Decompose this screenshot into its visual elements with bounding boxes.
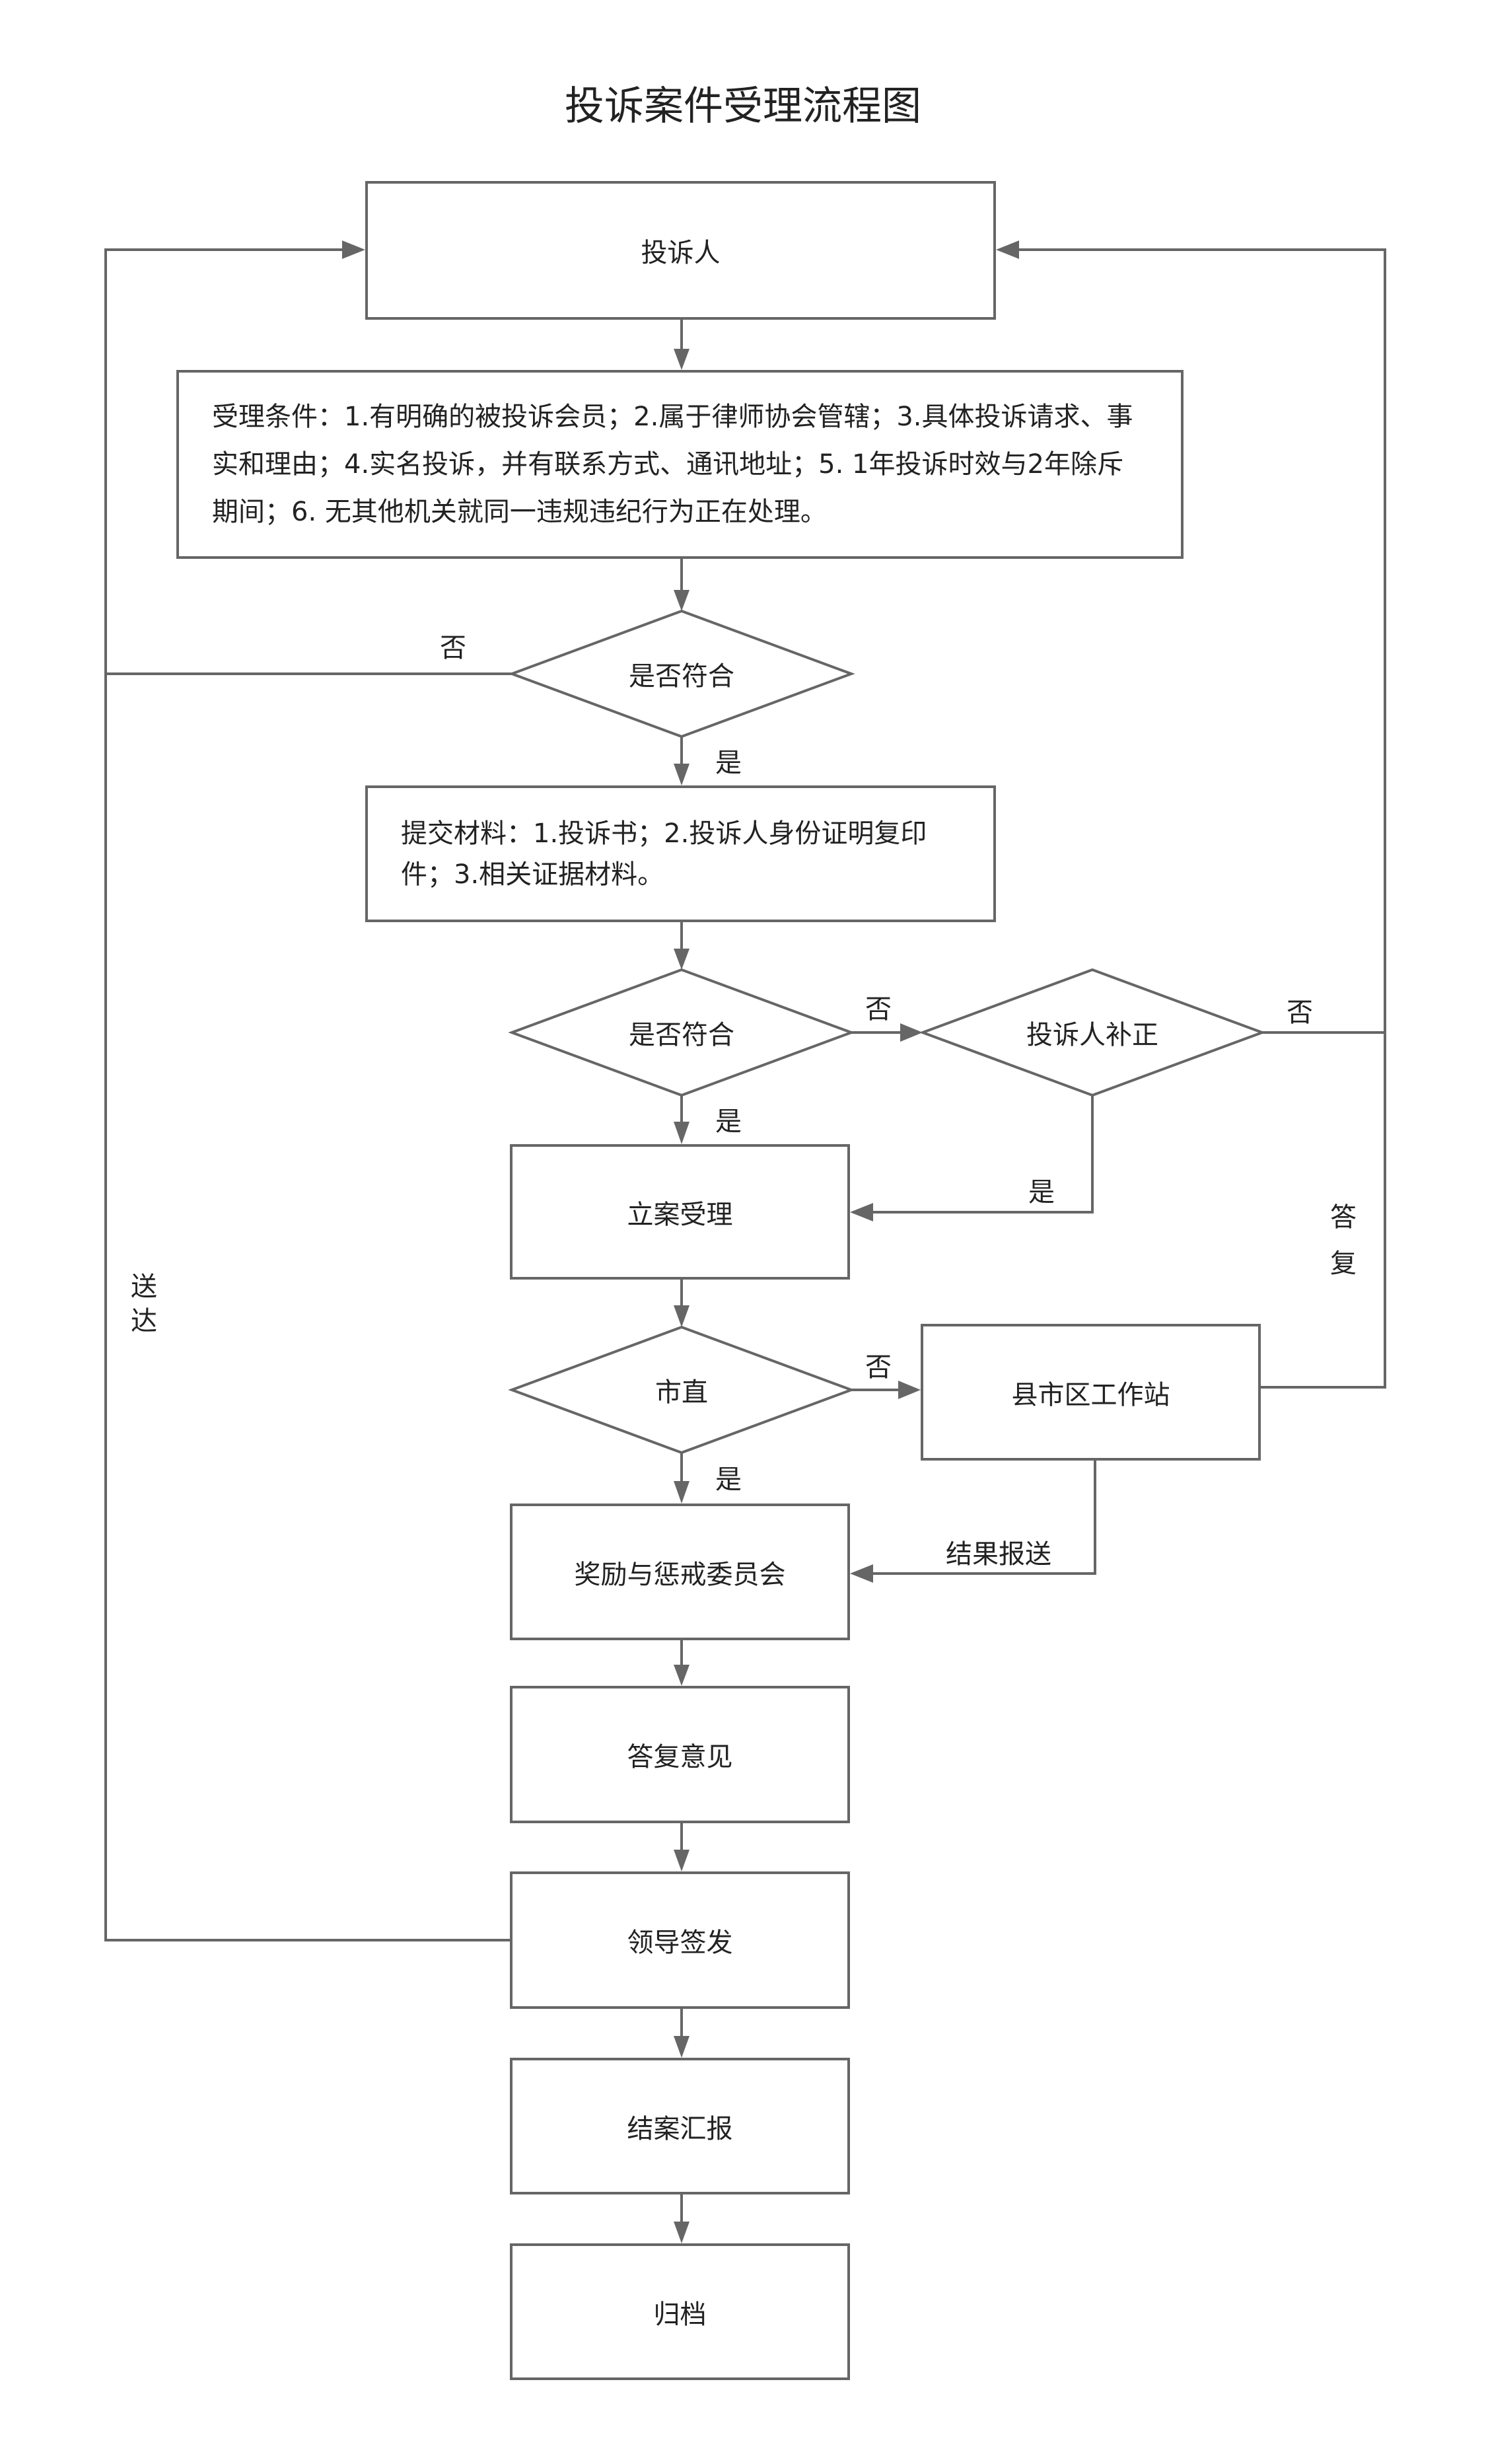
arrowhead xyxy=(674,764,690,785)
edge-label-d2-yes: 是 xyxy=(715,1106,742,1137)
edge-label-d1-no: 否 xyxy=(440,633,466,663)
node-committee-label: 奖励与惩戒委员会 xyxy=(574,1559,786,1590)
edge-label-d1-yes: 是 xyxy=(715,748,742,778)
arrowhead xyxy=(996,240,1019,259)
arrowhead xyxy=(900,1023,923,1042)
arrowhead xyxy=(674,949,690,970)
arrowhead xyxy=(674,1665,690,1686)
node-closing-report: 结案汇报 xyxy=(510,2058,850,2194)
node-reply-opinion-label: 答复意见 xyxy=(627,1742,733,1772)
edge-label-reply-char-1: 答 xyxy=(1330,1202,1357,1233)
node-archive-label: 归档 xyxy=(653,2299,707,2330)
arrowhead xyxy=(674,1850,690,1871)
supplement-label: 投诉人补正 xyxy=(1026,1020,1158,1050)
arrowhead xyxy=(850,1203,873,1221)
edge-label-reply: 答 复 xyxy=(1329,1194,1358,1287)
node-county-station-label: 县市区工作站 xyxy=(1011,1379,1170,1410)
node-archive: 归档 xyxy=(510,2243,850,2380)
decision-2-label: 是否符合 xyxy=(629,1020,734,1050)
edge-label-d2-no: 否 xyxy=(865,994,892,1025)
node-leader-sign-label: 领导签发 xyxy=(627,1928,733,1958)
arrowhead xyxy=(342,240,365,259)
edge-label-reply-char-2: 复 xyxy=(1330,1249,1357,1279)
edge-decision1-no-loop xyxy=(104,248,512,675)
edge-supplement-no-loop xyxy=(1019,248,1386,1034)
edge-county-reply xyxy=(1261,1033,1386,1389)
decision-1-label: 是否符合 xyxy=(629,661,734,692)
arrowhead xyxy=(850,1564,873,1583)
edge-label-city-no: 否 xyxy=(865,1352,892,1383)
node-complainant-label: 投诉人 xyxy=(641,238,721,268)
arrowhead xyxy=(674,349,690,370)
edge-label-deliver-char-1: 送 xyxy=(131,1272,157,1302)
node-submit-materials-text: 提交材料：1.投诉书；2.投诉人身份证明复印件；3.相关证据材料。 xyxy=(401,818,927,890)
edge-label-result-report: 结果报送 xyxy=(946,1539,1051,1570)
arrowhead xyxy=(674,590,690,611)
arrowhead xyxy=(674,2036,690,2058)
edge-label-supplement-no: 否 xyxy=(1287,997,1313,1028)
node-filing: 立案受理 xyxy=(510,1144,850,1280)
arrowhead xyxy=(674,1122,690,1144)
edge-label-supplement-yes: 是 xyxy=(1028,1177,1055,1208)
node-county-station: 县市区工作站 xyxy=(921,1324,1261,1461)
node-filing-label: 立案受理 xyxy=(627,1199,733,1230)
node-committee: 奖励与惩戒委员会 xyxy=(510,1504,850,1640)
edge-label-deliver-char-2: 达 xyxy=(131,1306,157,1336)
edge-county-result-report xyxy=(873,1461,1096,1575)
arrowhead xyxy=(674,1481,690,1504)
arrowhead xyxy=(674,1305,690,1327)
node-acceptance-conditions-text: 受理条件：1.有明确的被投诉会员；2.属于律师协会管辖；3.具体投诉请求、事实和… xyxy=(212,402,1133,527)
node-leader-sign: 领导签发 xyxy=(510,1871,850,2009)
edge-label-city-yes: 是 xyxy=(715,1465,742,1495)
node-submit-materials: 提交材料：1.投诉书；2.投诉人身份证明复印件；3.相关证据材料。 xyxy=(365,785,996,922)
page-title: 投诉案件受理流程图 xyxy=(565,83,921,129)
node-reply-opinion: 答复意见 xyxy=(510,1686,850,1823)
node-complainant: 投诉人 xyxy=(365,181,996,320)
edge-label-deliver: 送 达 xyxy=(129,1270,159,1338)
edge-leader-deliver xyxy=(104,674,510,1941)
edge-supplement-yes xyxy=(873,1095,1094,1214)
city-decision-label: 市直 xyxy=(655,1377,708,1408)
node-acceptance-conditions: 受理条件：1.有明确的被投诉会员；2.属于律师协会管辖；3.具体投诉请求、事实和… xyxy=(176,370,1184,559)
arrowhead xyxy=(674,2222,690,2243)
node-closing-report-label: 结案汇报 xyxy=(627,2113,733,2144)
arrowhead xyxy=(898,1381,921,1399)
